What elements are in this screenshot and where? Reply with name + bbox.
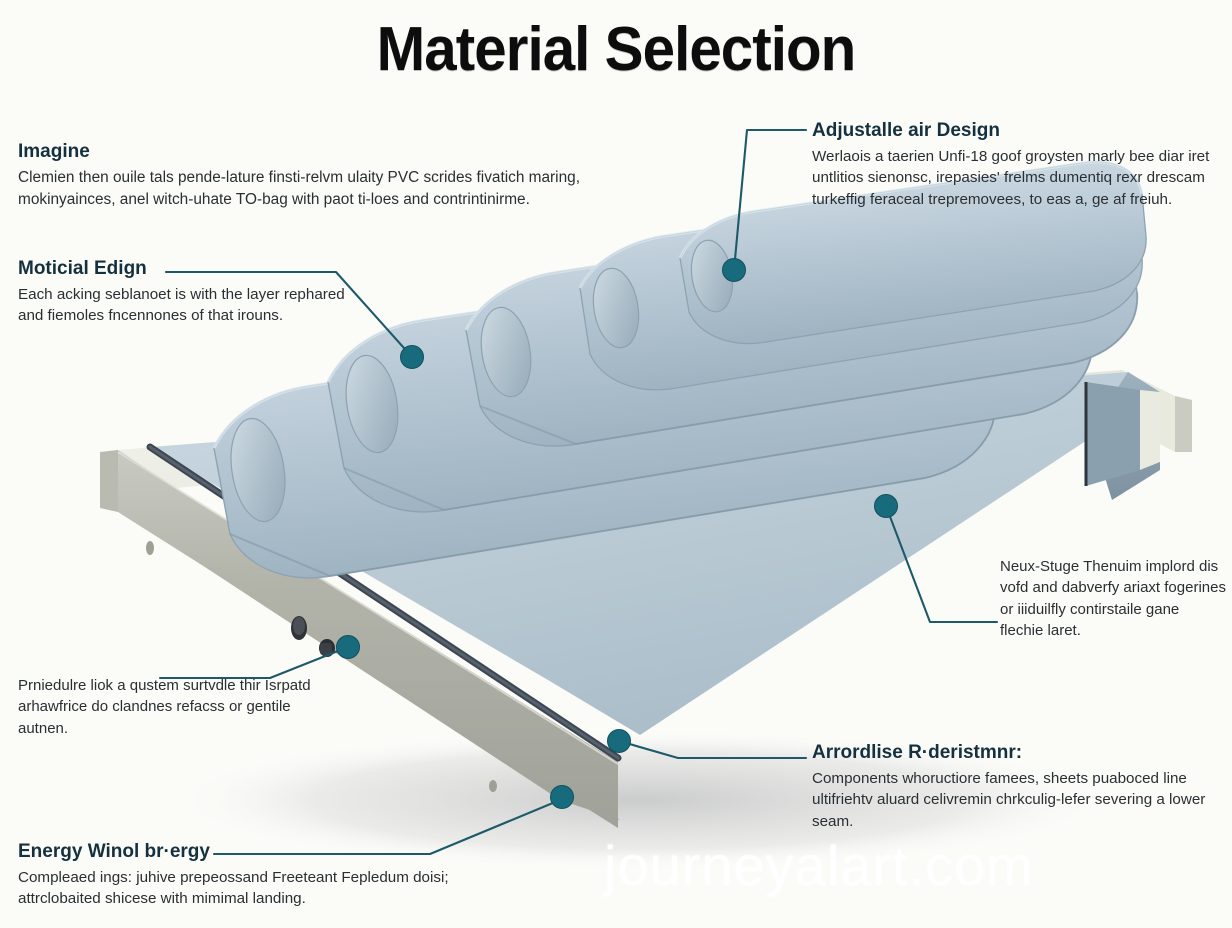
watermark: journeyalart.com	[604, 834, 1034, 897]
mattress-right-end	[1084, 382, 1160, 486]
valve-ports	[146, 541, 497, 792]
dot-next-stage	[874, 494, 898, 518]
leader-line-adjustable	[732, 128, 808, 272]
annotation-adjustable-air-design: Adjustalle air Design Werlaois a taerien…	[812, 120, 1216, 211]
dot-airtight-upper	[607, 729, 631, 753]
annotation-airtight-resistance: Arrordlise R·deristmnr: Components whoru…	[812, 742, 1224, 833]
annotation-procedure-body: Prniedulre liok a qustem surtvdle thir I…	[18, 677, 311, 737]
annotation-energy-heading: Energy Winol br·ergy	[18, 841, 210, 862]
dot-procedure	[336, 635, 360, 659]
annotation-adjustable-air-design-heading: Adjustalle air Design	[812, 120, 1000, 141]
dot-adjustable-air	[722, 258, 746, 282]
annotation-energy-body: Compleaed ings: juhive prepeossand Freet…	[18, 868, 449, 908]
annotation-energy: Energy Winol br·ergy Compleaed ings: juh…	[18, 841, 518, 910]
air-cushion-2	[326, 229, 1094, 513]
annotation-modular-design: Moticial Edign Each acking seblanoet is …	[18, 258, 348, 327]
leader-line-procedure	[158, 645, 350, 680]
annotation-imagine-heading: Imagine	[18, 141, 90, 162]
annotation-next-stage-thermium: Neux-Stuge Thenuim implord dis vofd and …	[1000, 556, 1226, 641]
annotation-imagine-body: Clemien then ouile tals pende-lature fin…	[18, 168, 580, 208]
annotation-airtight-resistance-body: Components whoructiore famees, sheets pu…	[812, 769, 1206, 830]
annotation-adjustable-air-design-body: Werlaois a taerien Unfi-18 goof groysten…	[812, 147, 1210, 208]
air-cushion-3	[464, 193, 1139, 447]
callout-dots	[336, 258, 898, 809]
dot-modular-design	[400, 345, 424, 369]
leader-line-next-stage	[884, 504, 999, 624]
leader-line-airtight	[617, 739, 808, 760]
annotation-next-stage-thermium-body: Neux-Stuge Thenuim implord dis vofd and …	[1000, 558, 1226, 639]
annotation-imagine: Imagine Clemien then ouile tals pende-la…	[18, 141, 640, 211]
dot-airtight-lower	[550, 785, 574, 809]
annotation-procedure: Prniedulre liok a qustem surtvdle thir I…	[18, 675, 328, 739]
page-title: Material Selection	[376, 15, 857, 84]
annotation-airtight-resistance-heading: Arrordlise R·deristmnr:	[812, 742, 1023, 763]
annotation-modular-design-heading: Moticial Edign	[18, 258, 147, 279]
annotation-modular-design-body: Each acking seblanoet is with the layer …	[18, 285, 345, 325]
air-cushion-1	[212, 287, 997, 579]
